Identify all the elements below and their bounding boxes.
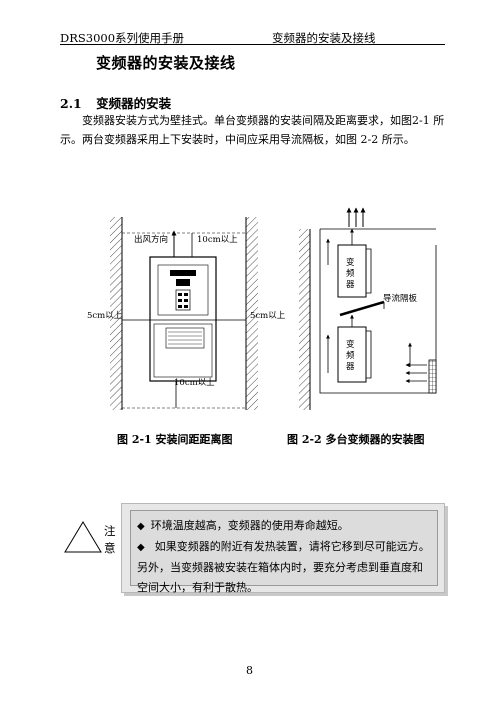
header-rule bbox=[60, 44, 445, 45]
figure-2-1-caption: 图 2-1 安装间距距离图 bbox=[117, 433, 233, 446]
air-baffle bbox=[339, 300, 385, 317]
header-left: DRS3000系列使用手册 bbox=[60, 31, 185, 45]
diamond-bullet-icon: ◆ bbox=[137, 542, 145, 553]
notice-item-text: 环境温度越高，变频器的使用寿命越短。 bbox=[150, 519, 349, 532]
upper-unit-char-2: 频 bbox=[346, 268, 355, 279]
notice-text: ◆环境温度越高，变频器的使用寿命越短。 ◆如果变频器的附近有发热装置，请将它移到… bbox=[137, 516, 431, 598]
chapter-title-text: 变频器的安装及接线 bbox=[96, 54, 236, 72]
left-wall bbox=[110, 217, 122, 410]
cabinet-outline bbox=[319, 228, 437, 394]
body-paragraph: 变频器安装方式为壁挂式。单台变频器的安装间隔及距离要求，如图2-1 所示。两台变… bbox=[60, 114, 445, 146]
lower-unit-char-1: 变 bbox=[346, 339, 355, 350]
upper-unit-char-3: 器 bbox=[346, 280, 355, 290]
notice-item: ◆ 环境温度越高，变频器的使用寿命越短。 bbox=[137, 516, 431, 537]
notice-item-text: 如果变频器的附近有发热装置，请将它移到尽可能远方。另外，当变频器被安装在箱体内时… bbox=[137, 540, 430, 594]
mount-wall bbox=[299, 229, 310, 410]
section-number: 2.1 bbox=[60, 96, 82, 111]
top-spacing-label: 10cm以上 bbox=[197, 235, 238, 245]
upper-unit-label: 变 频 器 bbox=[346, 257, 357, 290]
figure-2-2: 变 频 器 导流隔板 变 频 器 bbox=[299, 207, 437, 410]
notice-box: ◆环境温度越高，变频器的使用寿命越短。 ◆如果变频器的附近有发热装置，请将它移到… bbox=[121, 503, 445, 594]
installation-figures: 出风方向 10cm以上 5cm以上 5cm以上 1 bbox=[87, 207, 437, 410]
right-wall bbox=[246, 217, 258, 410]
notice-item: ◆如果变频器的附近有发热装置，请将它移到尽可能远方。另外，当变频器被安装在箱体内… bbox=[137, 537, 431, 598]
section-title: 变频器的安装 bbox=[96, 96, 172, 111]
chapter-title: 变频器的安装及接线 bbox=[96, 52, 236, 73]
inverter-unit bbox=[149, 256, 217, 382]
upper-unit-char-1: 变 bbox=[346, 257, 355, 268]
left-spacing-label: 5cm以上 bbox=[87, 311, 123, 321]
bottom-spacing-label: 10cm以上 bbox=[174, 378, 215, 388]
upper-inverter bbox=[337, 244, 372, 298]
notice-inner: ◆环境温度越高，变频器的使用寿命越短。 ◆如果变频器的附近有发热装置，请将它移到… bbox=[130, 510, 438, 594]
header-right: 变频器的安装及接线 bbox=[272, 31, 376, 45]
figure-2-1: 出风方向 10cm以上 5cm以上 5cm以上 1 bbox=[87, 217, 286, 410]
diamond-bullet-icon: ◆ bbox=[137, 521, 145, 532]
right-spacing-label: 5cm以上 bbox=[250, 311, 286, 321]
lower-unit-char-2: 频 bbox=[346, 350, 355, 361]
warning-triangle-icon bbox=[64, 521, 102, 553]
lower-unit-label: 变 频 器 bbox=[346, 339, 357, 372]
figure-2-2-caption: 图 2-2 多台变频器的安装图 bbox=[287, 433, 425, 446]
air-inlet-grill bbox=[428, 359, 437, 394]
page-number: 8 bbox=[246, 664, 253, 677]
lower-unit-char-3: 器 bbox=[346, 362, 355, 372]
outflow-label: 出风方向 bbox=[134, 234, 168, 245]
baffle-label: 导流隔板 bbox=[383, 293, 418, 304]
section-heading: 2.1 变频器的安装 bbox=[60, 93, 171, 112]
notice-label: 注意 bbox=[104, 524, 116, 555]
